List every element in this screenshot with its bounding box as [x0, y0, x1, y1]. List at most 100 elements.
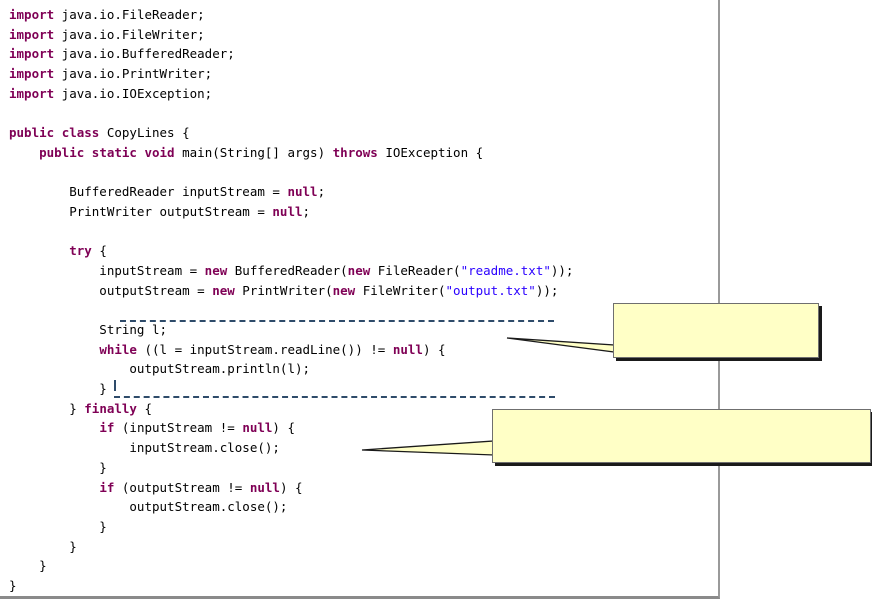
code-token: FileReader( — [370, 262, 461, 278]
code-keyword: null — [272, 203, 303, 219]
code-line: } — [9, 458, 573, 478]
code-keyword: finally — [84, 400, 137, 416]
code-keyword: import — [9, 7, 55, 22]
code-keyword: null — [392, 341, 423, 357]
code-token: BufferedReader inputStream = — [9, 184, 288, 200]
code-token: } — [9, 577, 17, 593]
code-line: } — [9, 537, 573, 557]
code-line: String l; — [9, 320, 573, 340]
callout-close-pointer — [361, 440, 495, 456]
code-keyword: class — [61, 125, 100, 141]
code-token: java.io.PrintWriter; — [54, 66, 213, 82]
code-token: inputStream.close(); — [9, 440, 280, 456]
code-token: ) { — [272, 420, 295, 436]
text-cursor-mark — [114, 380, 116, 391]
code-keyword: public — [39, 144, 85, 160]
code-editor[interactable]: import java.io.FileReader;import java.io… — [0, 0, 720, 599]
code-line: } — [9, 379, 573, 399]
code-token: java.io.BufferedReader; — [54, 46, 235, 62]
code-keyword: null — [242, 420, 273, 436]
code-token: ; — [317, 184, 326, 200]
code-line: while ((l = inputStream.readLine()) != n… — [9, 340, 573, 360]
code-token: PrintWriter outputStream = — [9, 203, 273, 219]
code-token: java.io.FileReader; — [54, 7, 205, 22]
code-line: public static void main(String[] args) t… — [9, 143, 573, 163]
code-token: } — [9, 518, 107, 534]
code-line: PrintWriter outputStream = null; — [9, 202, 573, 222]
code-line: outputStream = new PrintWriter(new FileW… — [9, 281, 573, 301]
code-line: import java.io.BufferedReader; — [9, 44, 573, 64]
code-token: } — [9, 459, 107, 475]
code-keyword: static — [91, 144, 137, 160]
code-line: inputStream.close(); — [9, 438, 573, 458]
code-line: import java.io.FileReader; — [9, 5, 573, 25]
code-keyword: null — [249, 479, 280, 495]
code-token: inputStream = — [9, 262, 205, 278]
code-token: ) { — [422, 341, 446, 357]
code-keyword: new — [347, 262, 371, 278]
code-keyword: new — [332, 282, 356, 298]
code-keyword: new — [212, 282, 235, 298]
code-keyword: public — [9, 125, 55, 141]
code-token: java.io.IOException; — [54, 85, 213, 101]
code-keyword: throws — [332, 144, 378, 160]
code-line: inputStream = new BufferedReader(new Fil… — [9, 261, 573, 281]
callout-loop-pointer — [506, 337, 615, 353]
code-token: (outputStream != — [114, 479, 250, 495]
code-keyword: import — [9, 85, 55, 101]
code-token: } — [9, 400, 85, 416]
code-keyword: void — [144, 144, 175, 160]
code-keyword: try — [69, 243, 92, 259]
code-line: import java.io.PrintWriter; — [9, 64, 573, 84]
code-token: ((l = inputStream.readLine()) != — [136, 341, 393, 357]
code-token: )); — [550, 262, 574, 278]
code-token: main(String[] args) — [174, 144, 333, 160]
code-line: BufferedReader inputStream = null; — [9, 182, 573, 202]
code-line: public class CopyLines { — [9, 123, 573, 143]
code-line: outputStream.close(); — [9, 497, 573, 517]
code-token: } — [9, 538, 77, 554]
code-line: try { — [9, 241, 573, 261]
highlight-top-dashed-line — [120, 320, 554, 322]
code-token: FileWriter( — [355, 282, 446, 298]
code-token: { — [91, 243, 107, 259]
code-token: ) { — [279, 479, 303, 495]
code-token: } — [9, 558, 47, 574]
code-token: java.io.FileWriter; — [54, 26, 205, 42]
code-token: String l; — [9, 322, 168, 337]
code-keyword: import — [9, 46, 55, 62]
code-line: import java.io.IOException; — [9, 84, 573, 104]
code-token: outputStream.close(); — [9, 499, 288, 515]
code-line: } — [9, 556, 573, 576]
code-token: } — [9, 381, 107, 397]
code-token: CopyLines { — [99, 125, 190, 141]
callout-loop-note — [613, 303, 819, 358]
code-string: "readme.txt" — [460, 262, 551, 278]
code-token: IOException { — [377, 144, 484, 160]
code-line: } — [9, 517, 573, 537]
code-token: BufferedReader( — [227, 262, 348, 278]
code-line: if (inputStream != null) { — [9, 418, 573, 438]
code-line: } — [9, 576, 573, 596]
code-keyword: if — [99, 479, 115, 495]
code-token: PrintWriter( — [234, 282, 333, 298]
code-line: import java.io.FileWriter; — [9, 25, 573, 45]
code-keyword: null — [287, 184, 318, 200]
code-line: outputStream.println(l); — [9, 359, 573, 379]
code-line: } finally { — [9, 399, 573, 419]
code-token: (inputStream != — [114, 420, 243, 436]
code-keyword: import — [9, 26, 55, 42]
code-token: ; — [302, 203, 311, 219]
callout-close-note — [492, 409, 871, 463]
code-text[interactable]: import java.io.FileReader;import java.io… — [9, 5, 573, 596]
code-token: { — [136, 400, 153, 416]
code-keyword: new — [204, 262, 228, 278]
code-token: outputStream = — [9, 282, 213, 298]
code-keyword: import — [9, 66, 55, 82]
highlight-bottom-dashed-line — [114, 396, 555, 398]
code-keyword: while — [99, 341, 137, 357]
code-line: if (outputStream != null) { — [9, 478, 573, 498]
code-token: )); — [535, 282, 559, 298]
code-keyword: if — [99, 420, 115, 436]
